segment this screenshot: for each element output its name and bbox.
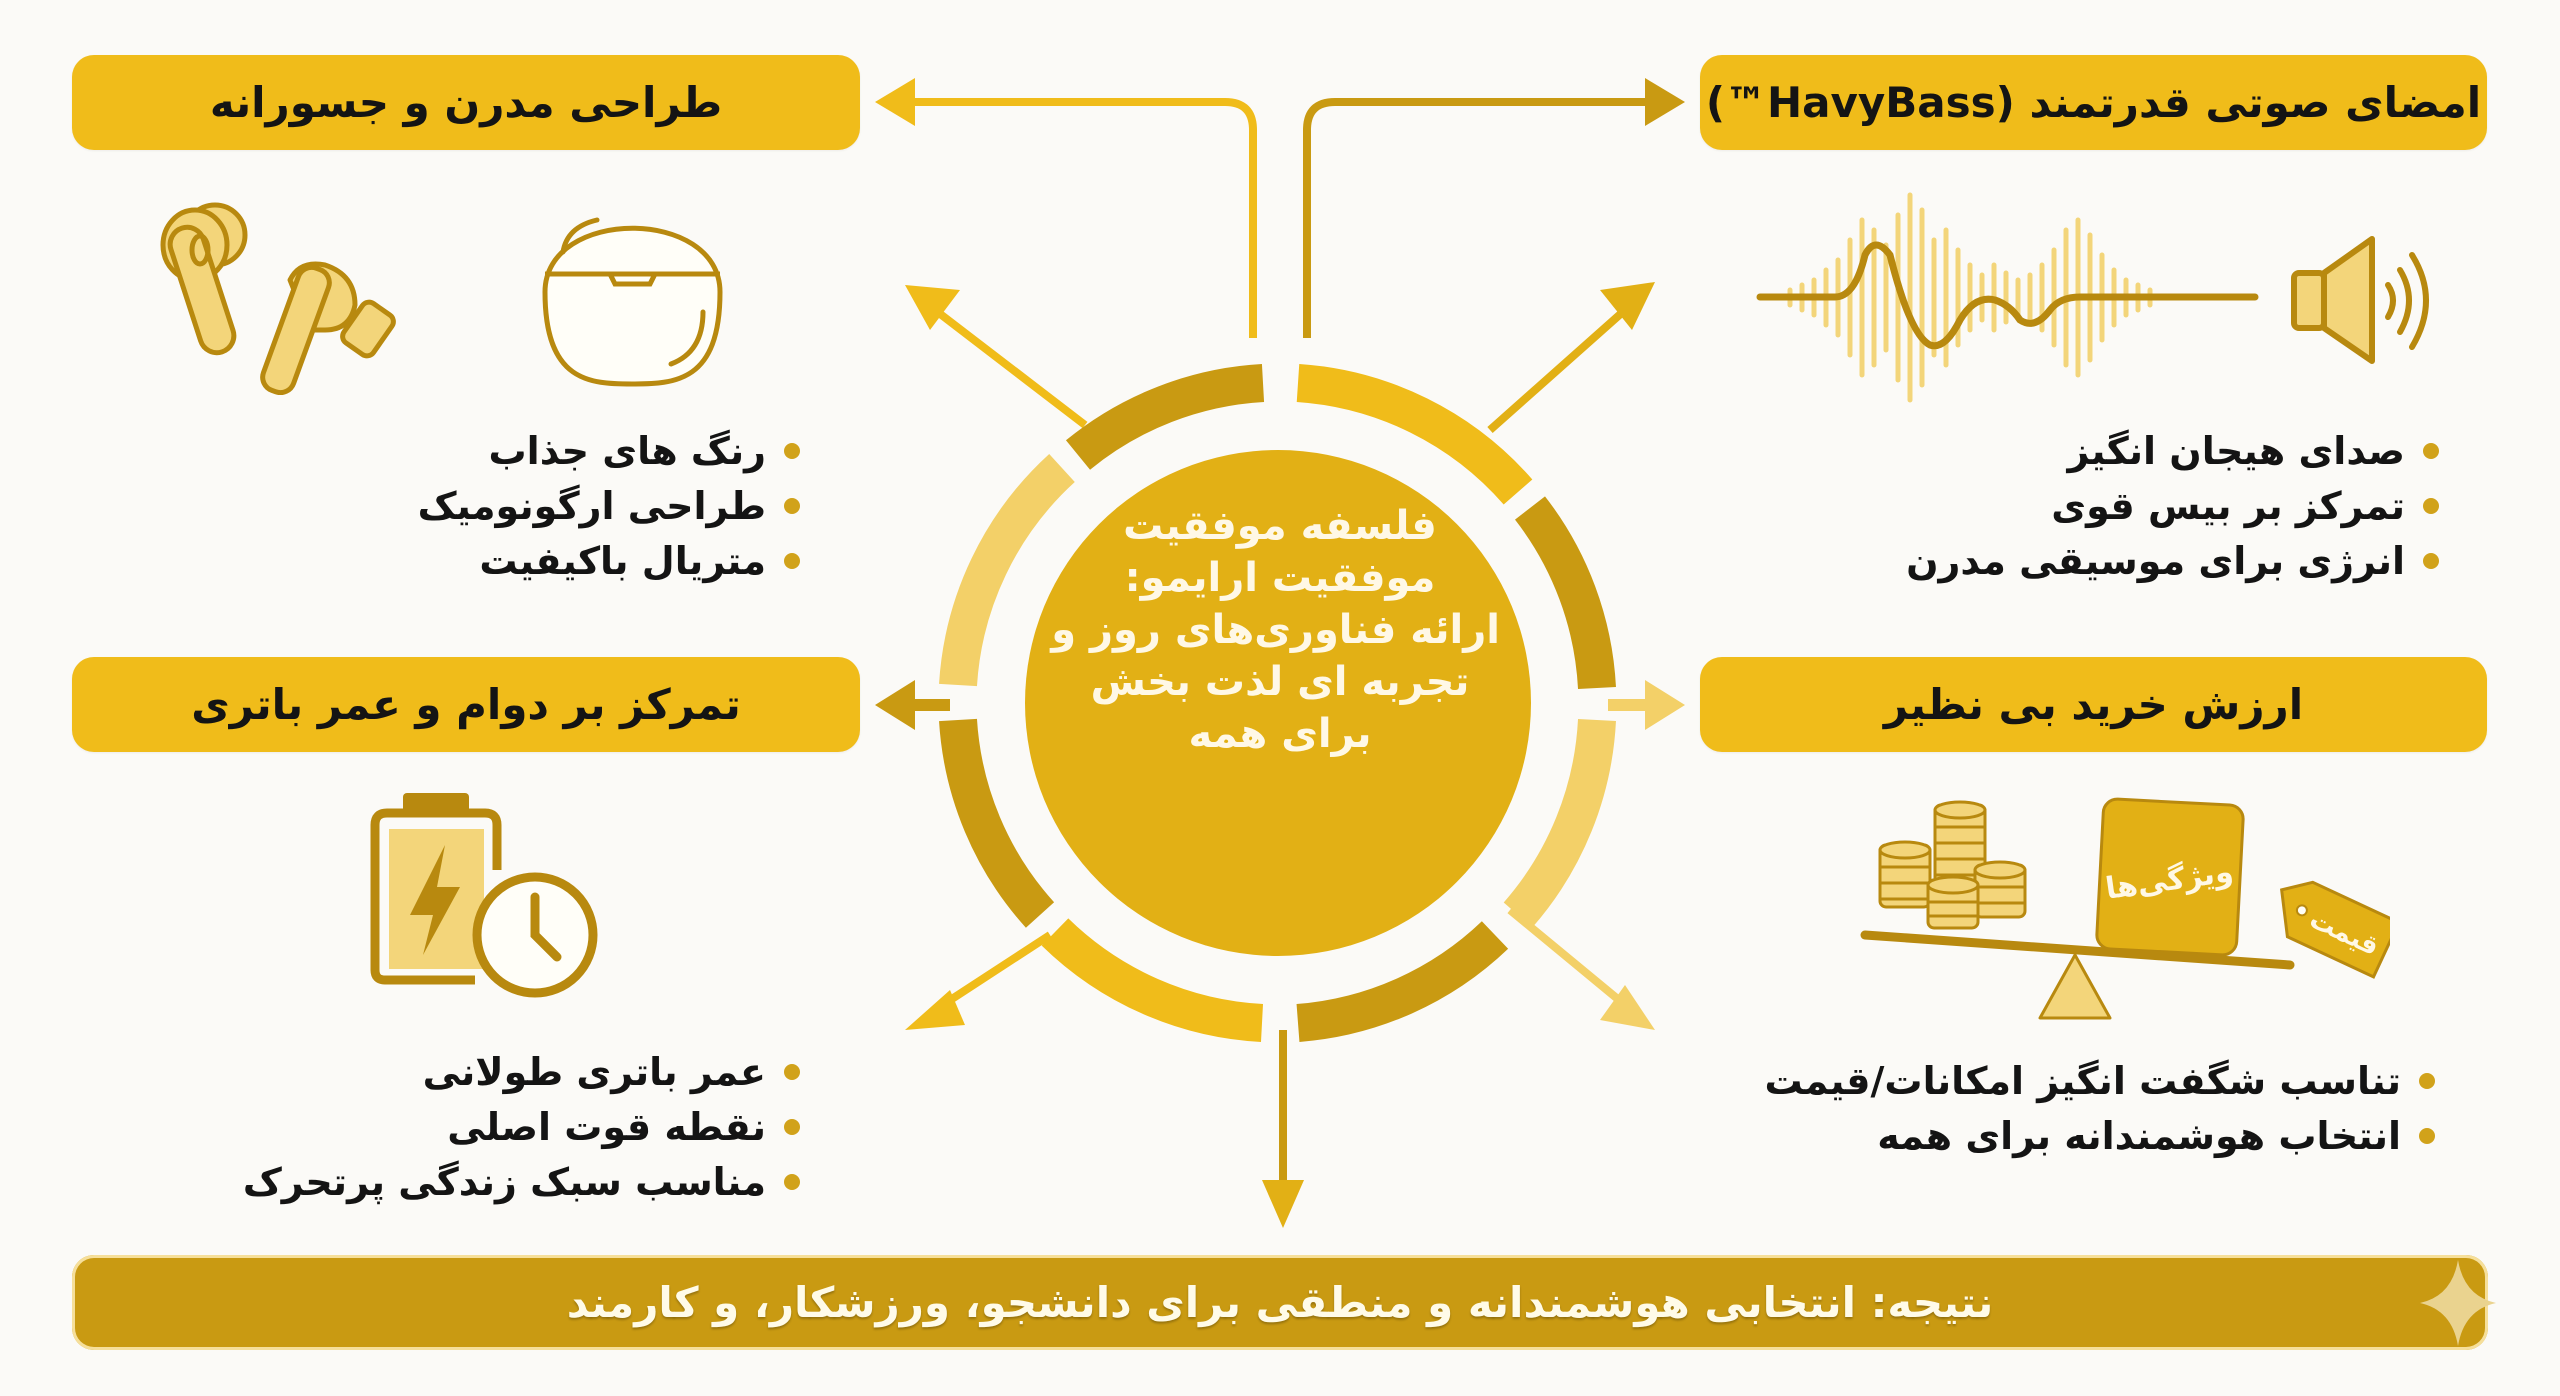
battery-bullets: عمر باتری طولانی نقطه قوت اصلی مناسب سبک…	[243, 1044, 800, 1209]
arrow-upper-left	[905, 285, 1088, 429]
earbuds-icon	[160, 202, 396, 395]
sound-bullets: صدای هیجان انگیز تمرکز بر بیس قوی انرژی …	[1906, 423, 2439, 588]
bullet-item: انرژی برای موسیقی مدرن	[1906, 533, 2439, 588]
bullet-item: متریال باکیفیت	[418, 533, 800, 588]
coins-icon	[1878, 800, 2027, 930]
design-bullets: رنگ های جذاب طراحی ارگونومیک متریال باکی…	[418, 423, 800, 588]
speaker-icon	[2291, 236, 2429, 364]
arrow-to-value	[1608, 680, 1685, 730]
arrow-to-battery	[875, 680, 950, 730]
bullet-dot-icon	[784, 497, 800, 514]
bullet-dot-icon	[784, 1173, 800, 1190]
bullet-dot-icon	[2423, 442, 2439, 459]
center-philosophy-text: فلسفه موفقیت موفقیت ارایمو: ارائه فناوری…	[1051, 500, 1500, 760]
value-header: ارزش خرید بی نظیر	[1700, 657, 2487, 752]
bullet-item: انتخاب هوشمندانه برای همه	[1764, 1108, 2435, 1163]
center-line: موفقیت ارایمو:	[1124, 555, 1436, 601]
value-title: ارزش خرید بی نظیر	[1883, 680, 2304, 729]
bullet-dot-icon	[784, 442, 800, 459]
outer-ring	[939, 364, 1616, 1042]
bullet-item: تمرکز بر بیس قوی	[1906, 478, 2439, 533]
arrow-to-design	[875, 78, 1257, 338]
arrow-lower-left	[905, 931, 1053, 1030]
bullet-dot-icon	[784, 1118, 800, 1135]
conclusion-text: نتیجه: انتخابی هوشمندانه و منطقی برای دا…	[566, 1278, 1994, 1327]
bullet-item: طراحی ارگونومیک	[418, 478, 800, 533]
bullet-item: تناسب شگفت انگیز امکانات/قیمت	[1764, 1053, 2435, 1108]
center-line: برای همه	[1188, 711, 1372, 757]
design-title: طراحی مدرن و جسورانه	[209, 78, 723, 127]
sound-title: امضای صوتی قدرتمند (HavyBass™)	[1705, 78, 2482, 127]
value-bullets: تناسب شگفت انگیز امکانات/قیمت انتخاب هوش…	[1764, 1053, 2435, 1163]
bullet-dot-icon	[2419, 1127, 2435, 1144]
bullet-dot-icon	[784, 552, 800, 569]
bullet-dot-icon	[784, 1063, 800, 1080]
center-disk	[1025, 450, 1531, 956]
center-line: تجربه ای لذت بخش	[1090, 659, 1470, 705]
bullet-item: صدای هیجان انگیز	[1906, 423, 2439, 478]
sound-header: امضای صوتی قدرتمند (HavyBass™)	[1700, 55, 2487, 150]
battery-title: تمرکز بر دوام و عمر باتری	[191, 680, 741, 729]
center-line: ارائه فناوری‌های روز و	[1051, 607, 1500, 653]
arrow-upper-right	[1487, 282, 1655, 433]
battery-charging-icon	[370, 793, 598, 998]
design-header: طراحی مدرن و جسورانه	[72, 55, 860, 150]
battery-header: تمرکز بر دوام و عمر باتری	[72, 657, 860, 752]
sparkle-icon	[2420, 1260, 2496, 1346]
center-line: فلسفه موفقیت	[1123, 503, 1437, 549]
sound-wave-icon	[1756, 192, 2259, 403]
bullet-dot-icon	[2423, 497, 2439, 514]
price-tag-icon: قیمت	[2280, 880, 2390, 979]
arrow-to-sound	[1303, 78, 1685, 338]
arrow-lower-right	[1507, 906, 1655, 1030]
bullet-item: رنگ های جذاب	[418, 423, 800, 478]
bullet-item: نقطه قوت اصلی	[243, 1099, 800, 1154]
balance-scale-icon: ویژگی‌ها قیمت	[1860, 797, 2390, 1020]
charging-case-icon	[542, 217, 723, 387]
bullet-item: عمر باتری طولانی	[243, 1044, 800, 1099]
bullet-item: مناسب سبک زندگی پرتحرک	[243, 1154, 800, 1209]
bullet-dot-icon	[2419, 1072, 2435, 1089]
conclusion-bar: نتیجه: انتخابی هوشمندانه و منطقی برای دا…	[72, 1255, 2488, 1350]
bullet-dot-icon	[2423, 552, 2439, 569]
arrow-to-conclusion	[1262, 1030, 1304, 1228]
